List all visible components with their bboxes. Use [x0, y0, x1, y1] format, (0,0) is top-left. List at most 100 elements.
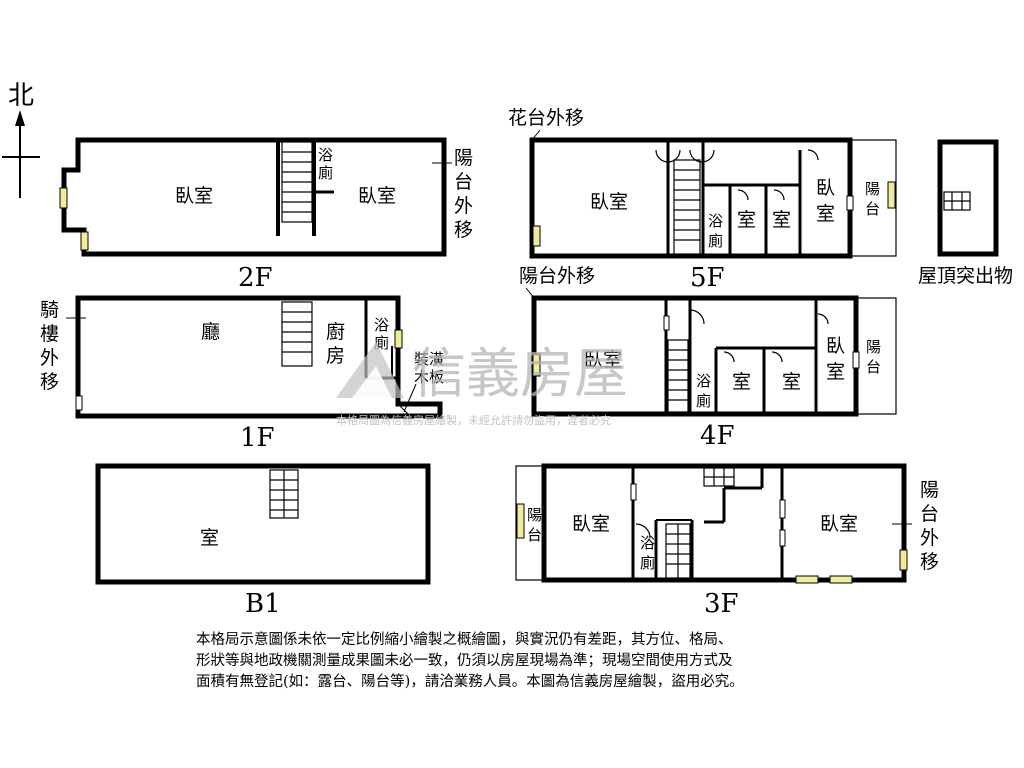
- floor-3f: 陽 台 臥室 浴 廁 臥室 陽 台 外 移 3F: [515, 463, 939, 619]
- window: [532, 225, 541, 247]
- room-label: 室: [816, 203, 835, 225]
- compass-label: 北: [8, 81, 34, 111]
- balcony-label: 台: [865, 200, 880, 218]
- door: [779, 499, 786, 519]
- north-arrow: 北: [2, 81, 40, 198]
- staircase: [665, 467, 735, 579]
- room-label: 室: [200, 527, 219, 549]
- arcade-note: 騎: [40, 299, 59, 321]
- balcony-note: 陽: [454, 147, 473, 169]
- disclaimer-line: 本格局示意圖係未依一定比例縮小繪製之概繪圖，與實況仍有差距，其方位、格局、: [196, 632, 733, 648]
- floor-b1: 室 B1: [95, 463, 431, 619]
- room-label: 臥室: [175, 185, 213, 207]
- bath-label: 浴: [696, 372, 711, 390]
- bath-label: 廁: [318, 164, 333, 182]
- window: [887, 181, 896, 209]
- staircase: [269, 469, 299, 519]
- arcade-note: 樓: [40, 323, 59, 345]
- floor-5f: 臥室 浴 廁 室 室 臥 室 陽 台 花台外移 5F: [508, 107, 897, 293]
- brand-logo-icon: [336, 342, 404, 398]
- room-label: 臥室: [584, 349, 622, 371]
- room-label: 臥室: [590, 191, 628, 213]
- balcony-note: 外: [454, 195, 473, 217]
- flower-note: 花台外移: [508, 107, 584, 129]
- floor-caption: 4F: [700, 421, 735, 451]
- watermark: 信義房屋 本格局圖為信義房屋繪製，未經允許請勿盜用，違者必究: [336, 342, 628, 427]
- floor-caption: 1F: [240, 423, 275, 453]
- door: [75, 395, 83, 411]
- bath-label: 廁: [640, 554, 655, 572]
- room-label: 室: [826, 361, 845, 383]
- floor-4f: 臥室 浴 廁 室 室 臥 室 陽 台 陽台外移 4F: [519, 265, 897, 451]
- balcony-note: 陽台外移: [519, 265, 595, 287]
- window: [899, 549, 908, 571]
- room-label: 室: [772, 209, 791, 231]
- door-swing: [689, 309, 829, 363]
- room-label: 室: [782, 371, 801, 393]
- bath-label: 廁: [696, 392, 711, 410]
- bath-label: 廁: [708, 232, 723, 250]
- door: [779, 529, 786, 547]
- disclaimer-line: 面積有無登記(如：露台、陽台等)，請洽業務人員。本圖為信義房屋繪製，盜用必究。: [196, 674, 744, 690]
- balcony-label: 台: [866, 358, 881, 376]
- floor-caption: 屋頂突出物: [918, 265, 1013, 287]
- staircase: [281, 301, 313, 367]
- balcony-note: 台: [454, 171, 473, 193]
- window: [795, 575, 819, 584]
- door: [663, 315, 670, 331]
- window: [80, 231, 89, 251]
- roof-structure: 屋頂突出物: [918, 139, 1013, 287]
- watermark-sub: 本格局圖為信義房屋繪製，未經允許請勿盜用，違者必究: [336, 413, 611, 427]
- door: [846, 195, 854, 211]
- hall-label: 廳: [201, 321, 220, 343]
- board-note: 木板: [414, 368, 444, 386]
- balcony-label: 陽: [527, 506, 542, 524]
- balcony-note: 移: [920, 551, 939, 573]
- balcony-label: 陽: [866, 338, 881, 356]
- room-label: 臥: [816, 177, 835, 199]
- room-label: 臥室: [572, 513, 610, 535]
- disclaimer-line: 形狀等與地政機關測量成果圖未必一致，仍須以房屋現場為準；現場空間使用方式及: [196, 653, 733, 669]
- disclaimer: 本格局示意圖係未依一定比例縮小繪製之概繪圖，與實況仍有差距，其方位、格局、 形狀…: [196, 630, 896, 693]
- floor-caption: 5F: [690, 263, 725, 293]
- floor-caption: 3F: [704, 589, 739, 619]
- door-swing: [635, 523, 651, 539]
- balcony-note: 外: [920, 527, 939, 549]
- door-swing: [737, 149, 819, 201]
- bath-label: 浴: [374, 316, 389, 334]
- door-swing: [655, 149, 715, 163]
- kitchen-label: 房: [326, 345, 345, 367]
- room-label: 室: [732, 371, 751, 393]
- arcade-note: 外: [40, 347, 59, 369]
- door: [852, 351, 860, 369]
- staircase: [667, 339, 689, 413]
- staircase: [673, 159, 701, 255]
- arcade-note: 移: [40, 371, 59, 393]
- balcony-label: 陽: [865, 180, 880, 198]
- bath-label: 浴: [640, 534, 655, 552]
- floor-caption: 2F: [238, 263, 273, 293]
- board-note: 裝潢: [414, 350, 444, 368]
- balcony-label: 台: [527, 526, 542, 544]
- floor-caption: B1: [245, 589, 281, 619]
- bath-label: 浴: [318, 146, 333, 164]
- kitchen-label: 廚: [326, 320, 345, 343]
- room-label: 室: [737, 209, 756, 231]
- window: [394, 329, 403, 349]
- room-label: 臥室: [358, 185, 396, 207]
- window: [516, 503, 525, 539]
- staircase: [281, 141, 313, 223]
- floor-2f: 臥室 臥室 浴 廁 陽 台 外 移 2F: [59, 137, 473, 293]
- room-label: 臥: [826, 335, 845, 357]
- window: [59, 187, 68, 209]
- window: [532, 353, 541, 377]
- room-label: 臥室: [820, 513, 858, 535]
- balcony-note: 陽: [920, 479, 939, 501]
- watermark-brand: 信義房屋: [412, 342, 628, 405]
- window: [829, 575, 853, 584]
- balcony-note: 移: [454, 219, 473, 241]
- balcony-note: 台: [920, 503, 939, 525]
- roof-hatch: [943, 191, 971, 211]
